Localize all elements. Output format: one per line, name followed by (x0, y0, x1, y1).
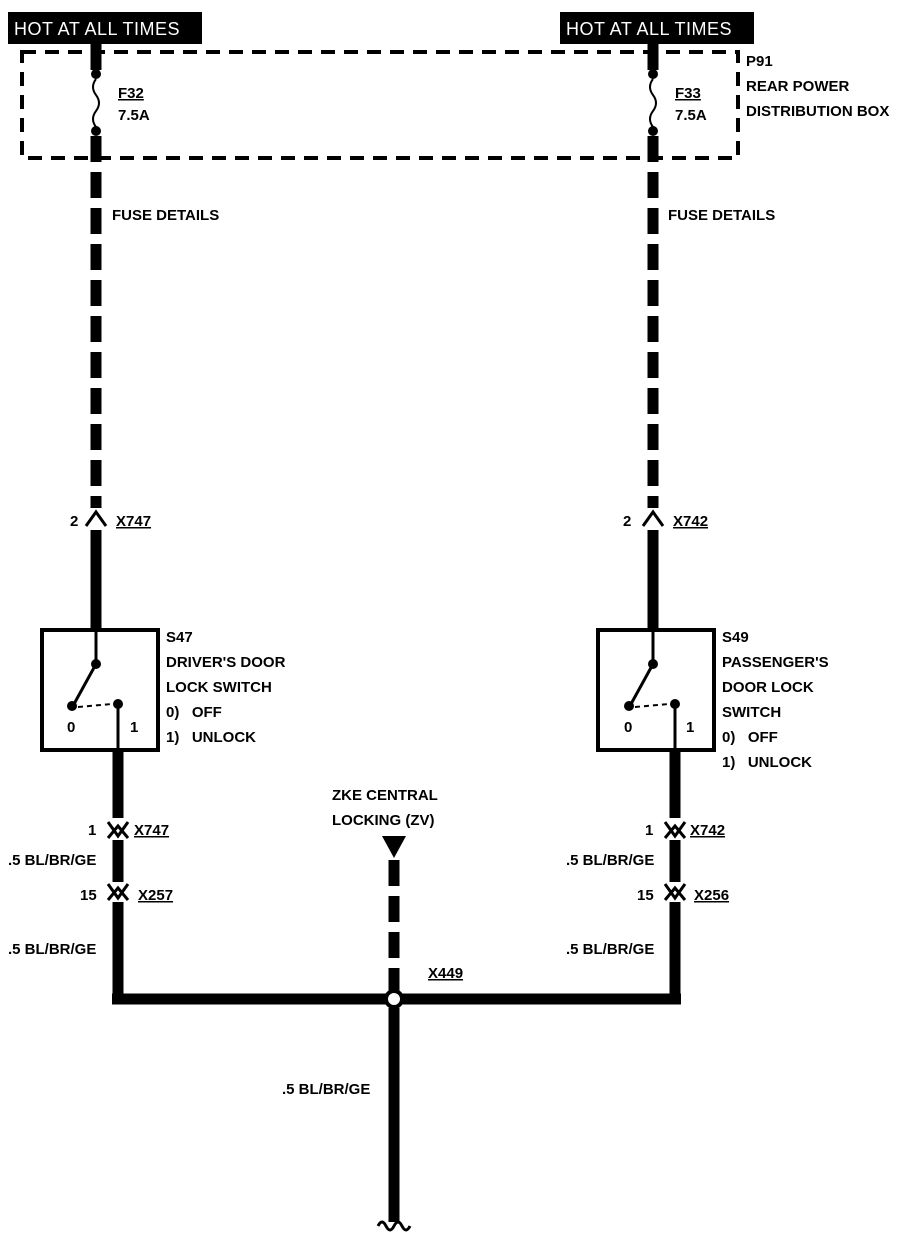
connector-x747-bottom-id: X747 (134, 822, 169, 839)
switch-s49-line3: SWITCH (722, 704, 781, 721)
connector-x742-top-symbol (641, 509, 665, 527)
p91-distribution-box (20, 50, 740, 160)
zke-arrow-icon (382, 836, 406, 858)
connector-x747-top-id: X747 (116, 513, 151, 530)
hot-label-left-text: HOT AT ALL TIMES (14, 19, 180, 39)
connector-x256-symbol (663, 883, 687, 901)
connector-x747-top-symbol (84, 509, 108, 527)
switch-s49-state1: 1) UNLOCK (722, 754, 812, 771)
hot-label-left: HOT AT ALL TIMES (8, 12, 202, 44)
fuse-f33-rating: 7.5A (675, 107, 707, 124)
connector-x256-id: X256 (694, 887, 729, 904)
fuse-details-right: FUSE DETAILS (668, 207, 775, 224)
connector-x742-top-pin: 2 (623, 513, 631, 530)
hot-label-right-text: HOT AT ALL TIMES (566, 19, 732, 39)
switch-s49-line1: PASSENGER'S (722, 654, 829, 671)
fuse-details-left: FUSE DETAILS (112, 207, 219, 224)
switch-s49-pos0: 0 (624, 719, 632, 736)
switch-s49: 0 1 (596, 628, 716, 752)
fuse-f33-id: F33 (675, 85, 701, 102)
switch-s49-state0: 0) OFF (722, 729, 778, 746)
switch-s49-line2: DOOR LOCK (722, 679, 814, 696)
wire-right-b-label: .5 BL/BR/GE (566, 941, 654, 958)
switch-s49-id: S49 (722, 629, 749, 646)
switch-s47: 0 1 (40, 628, 160, 752)
connector-x257-pin: 15 (80, 887, 97, 904)
p91-name-line2: DISTRIBUTION BOX (746, 103, 889, 120)
connector-x742-bottom-id: X742 (690, 822, 725, 839)
splice-x449-id: X449 (428, 965, 463, 982)
connector-x742-top-id: X742 (673, 513, 708, 530)
switch-s47-line1: DRIVER'S DOOR (166, 654, 286, 671)
fuse-f32-rating: 7.5A (118, 107, 150, 124)
connector-x747-top-pin: 2 (70, 513, 78, 530)
wire-left-b-label: .5 BL/BR/GE (8, 941, 96, 958)
switch-s47-state0: 0) OFF (166, 704, 222, 721)
connector-x257-id: X257 (138, 887, 173, 904)
switch-s49-pos1: 1 (686, 719, 694, 736)
splice-x449 (384, 989, 404, 1009)
connector-x747-bottom-symbol (106, 821, 130, 839)
connector-x747-bottom-pin: 1 (88, 822, 96, 839)
connector-x742-bottom-pin: 1 (645, 822, 653, 839)
switch-s47-pos1: 1 (130, 719, 138, 736)
connector-x256-pin: 15 (637, 887, 654, 904)
switch-s47-line2: LOCK SWITCH (166, 679, 272, 696)
wire-continuation-icon (376, 1220, 412, 1232)
switch-s47-state1: 1) UNLOCK (166, 729, 256, 746)
hot-label-right: HOT AT ALL TIMES (560, 12, 754, 44)
fuse-f32-id: F32 (118, 85, 144, 102)
wire-right-a-label: .5 BL/BR/GE (566, 852, 654, 869)
wire-left-a-label: .5 BL/BR/GE (8, 852, 96, 869)
p91-id: P91 (746, 53, 773, 70)
switch-s47-pos0: 0 (67, 719, 75, 736)
connector-x742-bottom-symbol (663, 821, 687, 839)
p91-name-line1: REAR POWER (746, 78, 850, 95)
wire-bottom-label: .5 BL/BR/GE (282, 1081, 370, 1098)
connector-x257-symbol (106, 883, 130, 901)
fuse-f32 (90, 44, 102, 136)
zke-label-line1: ZKE CENTRAL (332, 787, 438, 804)
switch-s47-id: S47 (166, 629, 193, 646)
fuse-f33 (647, 44, 659, 136)
zke-label-line2: LOCKING (ZV) (332, 812, 435, 829)
